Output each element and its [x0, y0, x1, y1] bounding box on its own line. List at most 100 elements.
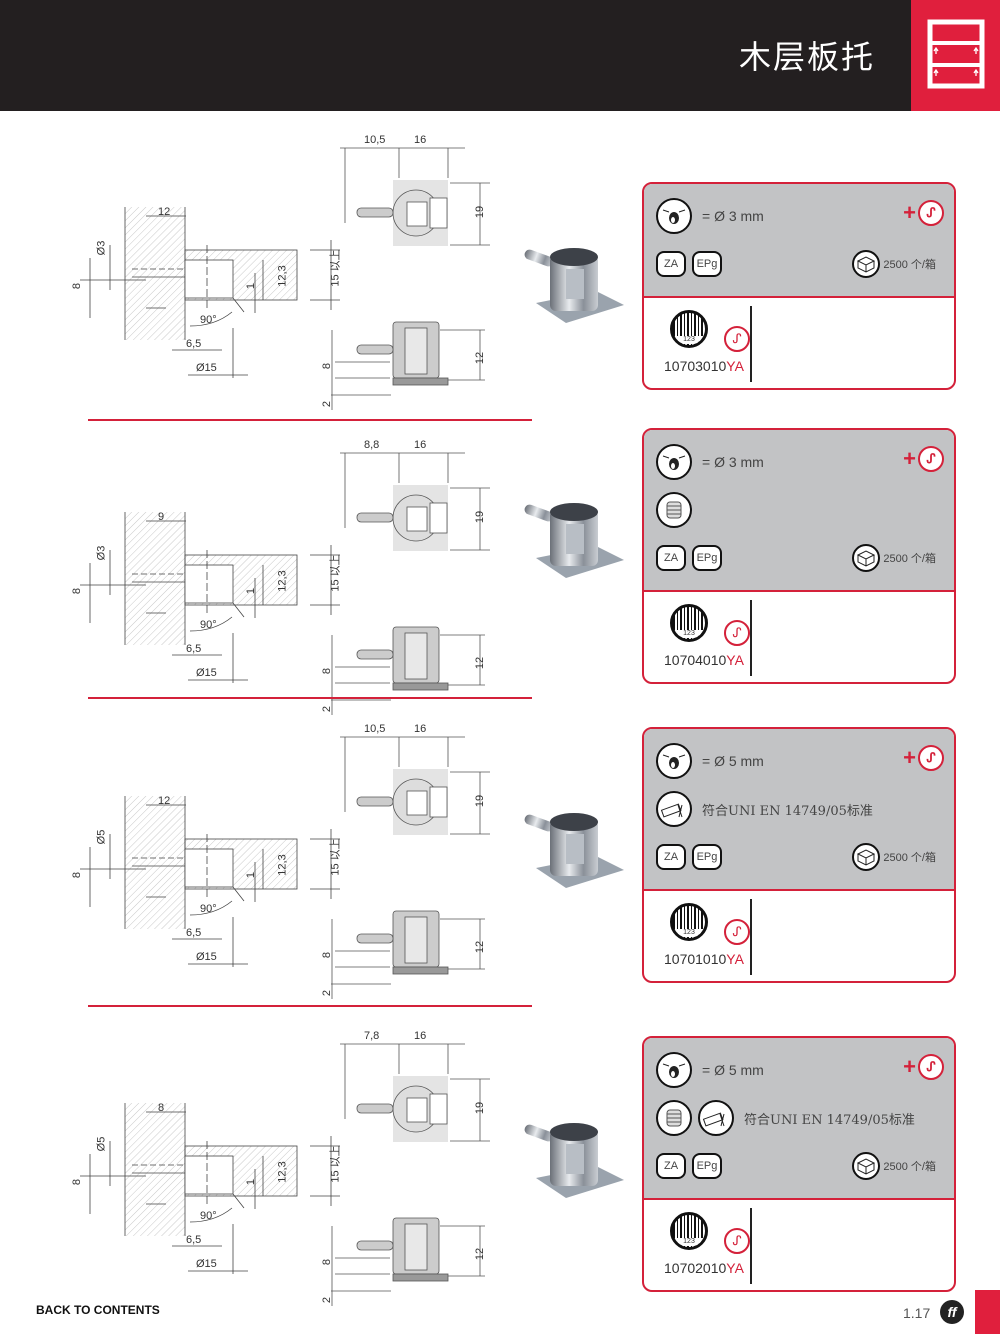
lip-dim: 1 [245, 871, 258, 879]
card-order-info: 123 ᔑ 10704010YA [644, 592, 954, 682]
side-offset-dim: 8 [321, 951, 334, 959]
hole-depth-dim: 8 [158, 1102, 165, 1114]
box-icon [852, 544, 881, 572]
recess-depth-dim: 12,3 [276, 1161, 289, 1183]
card-divider [750, 899, 752, 975]
barcode-digits: 123 [673, 929, 705, 937]
standard-compliance-text: 符合UNI EN 14749/05标准 [744, 1112, 915, 1128]
barcode-digits: 123 [673, 1238, 705, 1246]
finish-epg-badge: EPg [692, 251, 722, 277]
finish-epg-badge: EPg [692, 545, 722, 571]
drill-diameter-row: = Ø 5 mm +ᔑ [656, 737, 944, 785]
back-to-contents-link[interactable]: BACK TO CONTENTS [36, 1303, 160, 1317]
product-info-card: = Ø 5 mm +ᔑ 符合UNI EN 14749/05标准 ZA EPg 2… [642, 1036, 956, 1292]
body-width-dim: 16 [414, 723, 427, 735]
section-divider [88, 697, 532, 699]
shelf-icon [927, 19, 985, 89]
product-info-card: = Ø 3 mm +ᔑ ZA EPg 2500 个/箱 123 ᔑ 107030… [642, 182, 956, 390]
side-height-dim: 12 [474, 656, 487, 670]
article-code: 10703010YA [664, 358, 744, 374]
package-quantity-text: 2500 个/箱 [883, 553, 936, 565]
standard-compliance-text: 符合UNI EN 14749/05标准 [702, 803, 873, 819]
article-suffix: YA [726, 951, 744, 967]
page-number: 1.17 [903, 1305, 931, 1321]
card-specs: = Ø 3 mm +ᔑ ZA EPg 2500 个/箱 [644, 430, 954, 592]
recess-depth-dim: 12,3 [276, 265, 289, 287]
card-order-info: 123 ᔑ 10701010YA [644, 891, 954, 981]
drill-diameter-row: = Ø 3 mm +ᔑ [656, 438, 944, 486]
flame-icon: ᔑ [724, 919, 750, 945]
drill-diameter: = Ø 5 mm [702, 1062, 764, 1078]
top-height-dim: 19 [474, 794, 487, 808]
flame-icon: ᔑ [724, 326, 750, 352]
brand-logo: ff [940, 1300, 964, 1324]
drill-hole-icon [656, 1052, 692, 1088]
side-height-dim: 12 [474, 1247, 487, 1261]
pin-length-dim: 10,5 [364, 723, 386, 735]
top-height-dim: 19 [474, 510, 487, 524]
bore-diameter-dim: Ø15 [196, 362, 217, 374]
page-header: 木层板托 [0, 0, 1000, 111]
product-photo [522, 235, 628, 335]
product-photo [522, 490, 628, 590]
package-quantity: 2500 个/箱 [852, 250, 936, 278]
finish-row: ZA EPg 2500 个/箱 [656, 534, 944, 582]
wall-panel-section [80, 512, 340, 683]
article-number: 10704010 [664, 652, 727, 668]
bore-diameter-dim: Ø15 [196, 1258, 217, 1270]
package-quantity-text: 2500 个/箱 [883, 852, 936, 864]
base-thickness-dim: 2 [321, 705, 334, 713]
side-height-dim: 12 [474, 351, 487, 365]
recess-depth-dim: 12,3 [276, 570, 289, 592]
product-photo [522, 1110, 628, 1210]
side-offset-dim: 8 [321, 362, 334, 370]
pin-offset-dim: 8 [71, 871, 84, 879]
wall-panel-section [80, 1103, 340, 1274]
finish-row: ZA EPg 2500 个/箱 [656, 833, 944, 881]
top-height-dim: 19 [474, 1101, 487, 1115]
card-order-info: 123 ᔑ 10703010YA [644, 298, 954, 388]
pin-diameter-dim: Ø3 [95, 240, 108, 256]
screw-icon [656, 1100, 692, 1136]
edge-distance-dim: 6,5 [186, 1234, 202, 1246]
article-code: 10702010YA [664, 1260, 744, 1276]
card-specs: = Ø 5 mm +ᔑ 符合UNI EN 14749/05标准 ZA EPg 2… [644, 1038, 954, 1200]
angle-dim: 90° [200, 314, 217, 326]
package-quantity: 2500 个/箱 [852, 544, 936, 572]
finish-epg-badge: EPg [692, 844, 722, 870]
connector-top-view [340, 452, 490, 551]
article-code: 10701010YA [664, 951, 744, 967]
lip-dim: 1 [245, 1178, 258, 1186]
product-photo [522, 800, 628, 900]
section-divider [88, 1005, 532, 1007]
finish-row: ZA EPg 2500 个/箱 [656, 1142, 944, 1190]
connector-side-view [331, 1217, 485, 1306]
lip-dim: 1 [245, 282, 258, 290]
features-row [656, 486, 944, 534]
connector-side-view [331, 626, 485, 715]
min-thickness-dim: 15 以上 [329, 1145, 342, 1183]
article-number: 10701010 [664, 951, 727, 967]
finish-row: ZA EPg 2500 个/箱 [656, 240, 944, 288]
drill-hole-icon [656, 444, 692, 480]
hole-depth-dim: 12 [158, 206, 171, 218]
flame-icon: ᔑ [918, 1054, 944, 1080]
article-suffix: YA [726, 358, 744, 374]
base-thickness-dim: 2 [321, 1296, 334, 1304]
min-thickness-dim: 15 以上 [329, 554, 342, 592]
wall-panel-section [80, 796, 340, 967]
features-row: 符合UNI EN 14749/05标准 [656, 1094, 944, 1142]
plus-fire-rating: +ᔑ [903, 745, 944, 771]
top-height-dim: 19 [474, 205, 487, 219]
body-width-dim: 16 [414, 1030, 427, 1042]
barcode-digits: 123 [673, 630, 705, 638]
pin-diameter-dim: Ø5 [95, 829, 108, 845]
plus-fire-rating: +ᔑ [903, 446, 944, 472]
pin-offset-dim: 8 [71, 282, 84, 290]
